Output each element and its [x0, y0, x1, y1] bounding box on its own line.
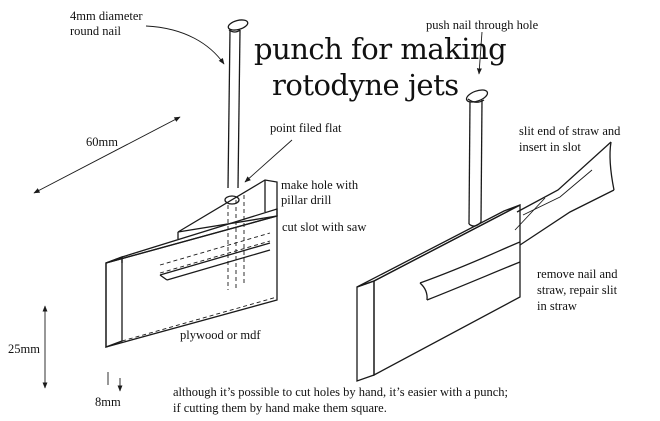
- push-arrow: [476, 31, 483, 75]
- thickness-label: 8mm: [95, 395, 121, 409]
- title-line-2: rotodyne jets: [272, 68, 459, 102]
- filed-leader-arrow: [244, 139, 293, 183]
- right-nail: [465, 89, 489, 227]
- right-block-front-face: [373, 203, 521, 377]
- length-label: 60mm: [86, 135, 118, 149]
- left-nail: [227, 19, 249, 189]
- length-dimension-arrow: [33, 116, 181, 194]
- material-label: plywood or mdf: [180, 328, 261, 342]
- straw: [514, 141, 615, 246]
- left-block: [105, 179, 278, 348]
- remove-label-line-3: in straw: [537, 299, 577, 313]
- height-label: 25mm: [8, 342, 40, 356]
- right-nail-head: [465, 89, 489, 103]
- note-line-2: if cutting them by hand make them square…: [173, 401, 387, 415]
- nail-label-line-1: 4mm diameter: [70, 9, 143, 23]
- right-block: [356, 203, 521, 382]
- straw-label-line-2: insert in slot: [519, 140, 581, 154]
- title-line-1: punch for making: [254, 32, 507, 66]
- slot-label: cut slot with saw: [282, 220, 367, 234]
- note-line-1: although it’s possible to cut holes by h…: [173, 385, 509, 399]
- left-block-side-face: [105, 256, 123, 348]
- filed-label: point filed flat: [270, 121, 342, 135]
- nail-leader-arrow: [145, 25, 225, 65]
- nail-label-line-2: round nail: [70, 24, 122, 38]
- straw-label-line-1: slit end of straw and: [519, 124, 621, 138]
- push-label: push nail through hole: [426, 18, 539, 32]
- hole-label-line-1: make hole with: [281, 178, 359, 192]
- hole-top: [224, 195, 240, 205]
- right-block-side-face: [356, 280, 375, 382]
- remove-label-line-2: straw, repair slit: [537, 283, 618, 297]
- hole-label-line-2: pillar drill: [281, 193, 332, 207]
- left-nail-head: [227, 19, 249, 31]
- remove-label-line-1: remove nail and: [537, 267, 618, 281]
